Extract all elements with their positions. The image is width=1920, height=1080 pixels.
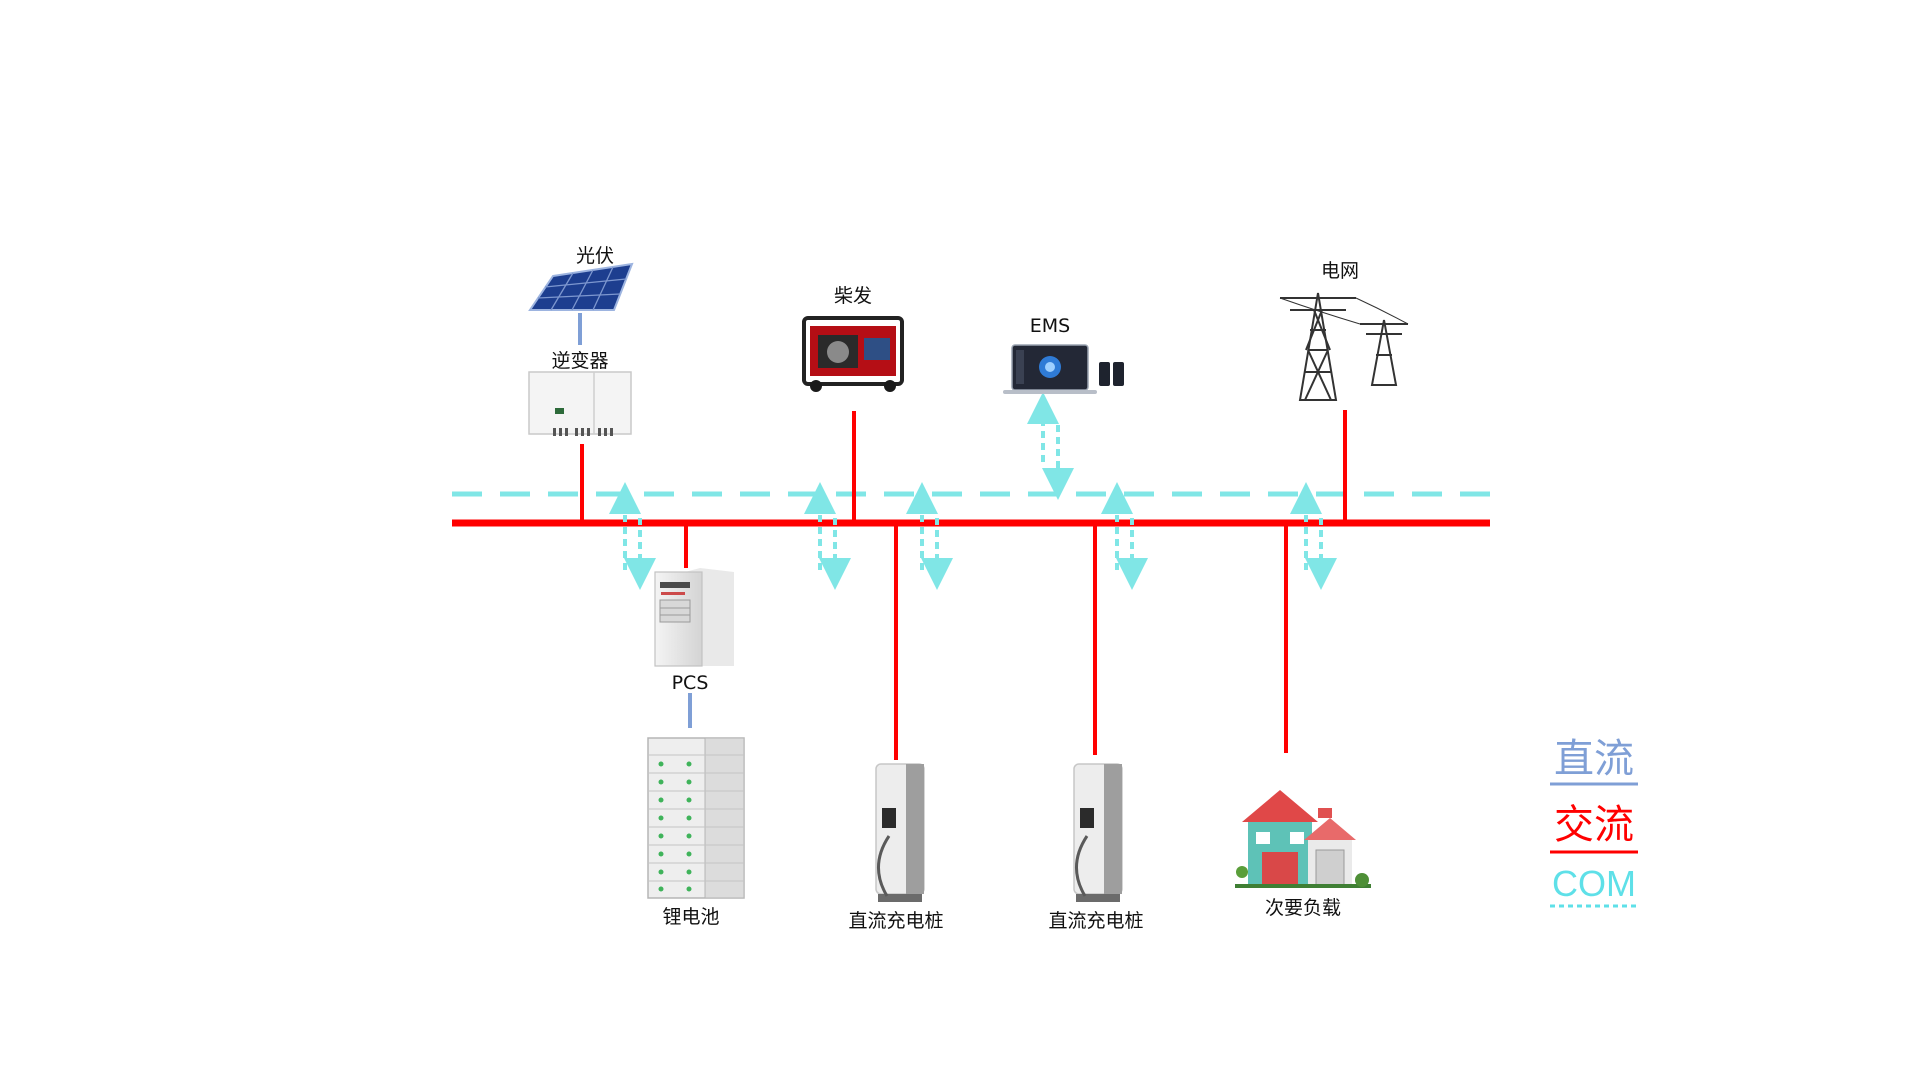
dc-charger-icon bbox=[1073, 763, 1123, 902]
inverter-label: 逆变器 bbox=[551, 350, 608, 372]
grid-label: 电网 bbox=[1321, 260, 1359, 282]
pcs-label: PCS bbox=[672, 672, 709, 694]
charger-2-label: 直流充电桩 bbox=[1048, 910, 1143, 932]
battery-rack-icon bbox=[647, 737, 745, 899]
dc-lines bbox=[578, 313, 692, 728]
ems-label: EMS bbox=[1030, 315, 1070, 337]
grid-tower-icon bbox=[1279, 292, 1409, 401]
load-label: 次要负载 bbox=[1265, 897, 1341, 919]
com-arrows bbox=[609, 392, 1337, 590]
legend-com-text: COM bbox=[1552, 863, 1636, 904]
pcs-cabinet-icon bbox=[654, 568, 734, 667]
legend: 直流 交流 COM bbox=[1550, 736, 1638, 908]
diesel-label: 柴发 bbox=[834, 285, 872, 307]
legend-ac-text: 交流 bbox=[1554, 802, 1634, 848]
ac-branches bbox=[580, 410, 1347, 760]
battery-label: 锂电池 bbox=[662, 906, 719, 928]
dc-charger-icon bbox=[875, 763, 925, 902]
charger-1-label: 直流充电桩 bbox=[848, 910, 943, 932]
legend-dc-text: 直流 bbox=[1554, 736, 1634, 782]
pv-label: 光伏 bbox=[576, 245, 614, 267]
solar-panel-icon bbox=[528, 262, 634, 311]
house-icon bbox=[1235, 790, 1371, 888]
inverter-icon bbox=[528, 371, 632, 436]
ems-laptop-icon bbox=[1003, 344, 1124, 394]
diesel-generator-icon bbox=[802, 316, 904, 392]
